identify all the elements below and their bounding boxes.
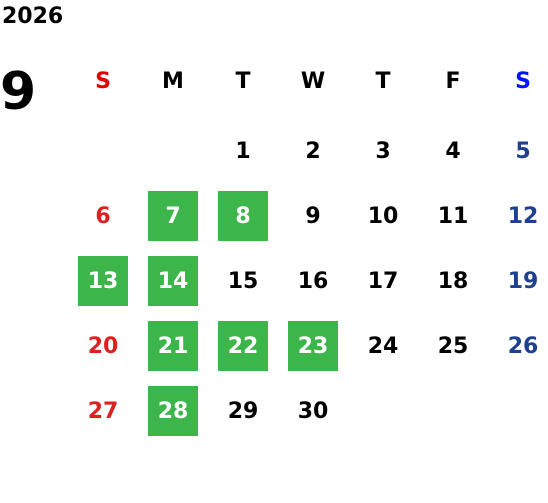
day-cell[interactable]: 28 — [148, 386, 198, 436]
day-cell — [148, 126, 198, 176]
day-cell[interactable]: 30 — [297, 398, 329, 424]
day-cell[interactable]: 9 — [305, 203, 321, 229]
day-cell[interactable]: 13 — [78, 256, 128, 306]
weekday-header-sat: S — [515, 68, 531, 94]
day-cell[interactable]: 10 — [367, 203, 399, 229]
day-cell — [498, 386, 548, 436]
day-cell[interactable]: 14 — [148, 256, 198, 306]
day-cell — [358, 386, 408, 436]
day-cell — [78, 126, 128, 176]
day-cell[interactable]: 2 — [305, 138, 321, 164]
weekday-header-tue: T — [235, 68, 251, 94]
weekday-header-mon: M — [162, 68, 184, 94]
day-cell[interactable]: 8 — [218, 191, 268, 241]
day-cell[interactable]: 12 — [507, 203, 539, 229]
day-cell[interactable]: 11 — [437, 203, 469, 229]
day-cell[interactable]: 24 — [367, 333, 399, 359]
day-cell[interactable]: 3 — [375, 138, 391, 164]
day-cell[interactable]: 6 — [95, 203, 111, 229]
day-cell[interactable]: 18 — [437, 268, 469, 294]
day-cell[interactable]: 4 — [445, 138, 461, 164]
year-label: 2026 — [2, 4, 64, 29]
day-cell[interactable]: 19 — [507, 268, 539, 294]
day-cell — [428, 386, 478, 436]
weekday-header-wed: W — [300, 68, 326, 94]
day-cell[interactable]: 26 — [507, 333, 539, 359]
day-cell[interactable]: 7 — [148, 191, 198, 241]
day-cell[interactable]: 25 — [437, 333, 469, 359]
day-cell[interactable]: 17 — [367, 268, 399, 294]
day-cell[interactable]: 16 — [297, 268, 329, 294]
day-cell[interactable]: 21 — [148, 321, 198, 371]
day-cell[interactable]: 1 — [235, 138, 251, 164]
weekday-header-fri: F — [445, 68, 461, 94]
weekday-header-sun: S — [95, 68, 111, 94]
day-cell[interactable]: 20 — [87, 333, 119, 359]
day-cell[interactable]: 22 — [218, 321, 268, 371]
day-cell[interactable]: 15 — [227, 268, 259, 294]
day-cell[interactable]: 29 — [227, 398, 259, 424]
month-number: 9 — [0, 62, 37, 122]
day-cell[interactable]: 27 — [87, 398, 119, 424]
day-cell[interactable]: 23 — [288, 321, 338, 371]
weekday-header-thu: T — [375, 68, 391, 94]
day-cell[interactable]: 5 — [515, 138, 531, 164]
